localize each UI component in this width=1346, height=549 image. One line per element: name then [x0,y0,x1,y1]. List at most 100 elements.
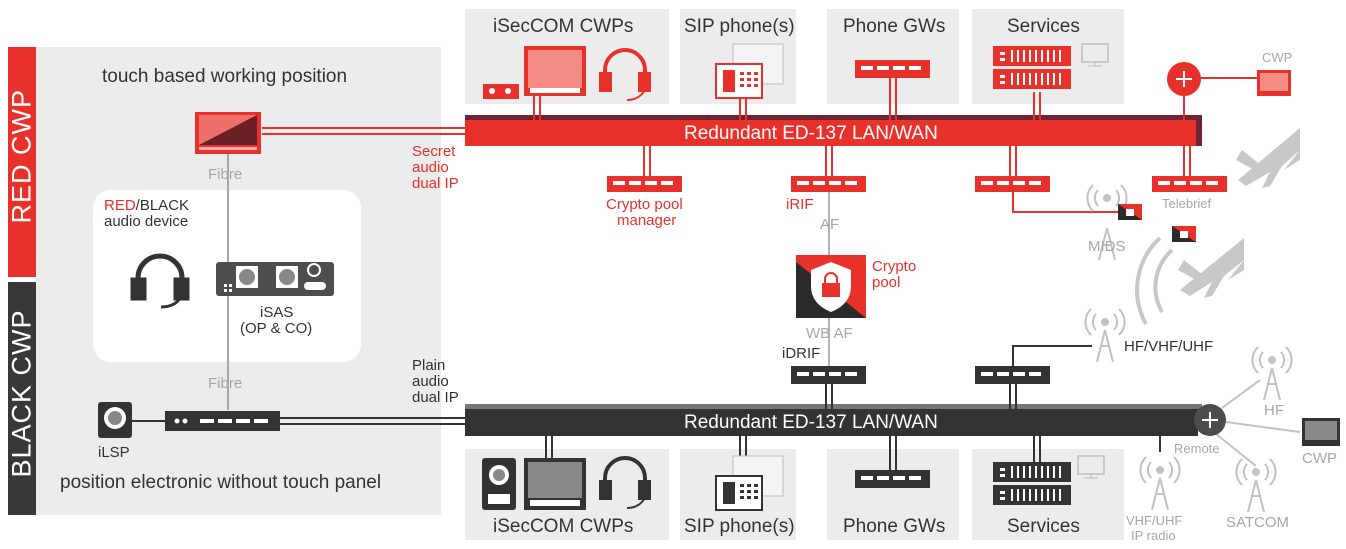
sip-phone-black-icon [715,455,784,511]
position-electronic-icon [165,411,280,431]
plain-link [130,417,465,425]
audio-device-label: audio device [104,213,189,230]
bottom-gws-box [827,449,959,540]
black-lan-shadow [465,404,1202,409]
remote-router-icon [1194,404,1226,436]
headset-icon [599,48,651,101]
switch-icon [791,366,866,384]
cwp-top-label: CWP [1262,50,1293,65]
red-lan-label: Redundant ED-137 LAN/WAN [684,123,938,144]
black-word: /BLACK [135,197,190,214]
cwp-small-icon [1257,70,1291,96]
black-lan-bar [465,409,1198,436]
idrif-label: iDRIF [782,345,821,362]
ilsp-label: iLSP [98,444,130,461]
sip-phone-icon [715,43,784,99]
red-lan-edge [1196,115,1202,146]
plain-audio-label: audio [412,373,449,390]
position-electronic-label: position electronic without touch panel [60,472,382,493]
cwp-right-icon [1302,418,1340,446]
headset-black-small-icon [599,456,651,509]
isec-cwp-icon [483,46,586,99]
fibre-bottom-label: Fibre [208,375,243,392]
ilsp-icon [98,402,132,438]
plain-label: Plain [412,357,446,374]
fibre-top-label: Fibre [208,166,243,183]
secret-audio-label: audio [412,159,449,176]
jet-icon [1178,238,1244,298]
black-cwp-label: BLACK CWP [6,309,37,478]
satcom-label: SATCOM [1226,514,1290,531]
headset-black-icon [130,253,190,309]
touch-position-label: touch based working position [102,66,348,87]
crypto-pool-label: Crypto [872,258,917,275]
top-sip-title: SIP phone(s) [684,16,795,37]
switch-icon [975,366,1050,384]
wb-af-label: WB AF [806,325,853,342]
red-word: RED [104,197,136,214]
isas-icon [216,262,334,296]
touch-cwp-icon [195,112,261,154]
red-black-label: RED/BLACK [104,197,189,214]
red-lan-shadow [465,115,1202,120]
isas-sub-label: (OP & CO) [240,320,313,337]
switch-icon [607,176,682,192]
switch-icon [975,176,1050,192]
crypto-mgr-label: Crypto pool [606,196,683,213]
lock-icon [1118,204,1142,220]
hf-vhf-uhf-antenna-icon [1084,308,1126,363]
vhf-uhf-label: VHF/UHF [1126,513,1183,528]
hf-vhf-uhf-label: HF/VHF/UHF [1124,338,1214,355]
mids-label: MIDS [1088,238,1126,255]
monitor-black-icon [1077,455,1105,479]
red-cwp-band [8,47,36,277]
monitor-icon [1081,43,1109,67]
switch-icon [855,470,930,488]
switch-icon [1152,176,1227,192]
crypto-mgr-label-2: manager [617,212,677,229]
vhf-uhf-antenna-icon [1139,456,1181,511]
mids-antenna-icon [1086,184,1128,261]
lock-icon [1172,226,1196,242]
af-label: AF [820,216,840,233]
isec-black-cwp-icon [482,458,586,510]
vhf-uhf-label-2: IP radio [1131,528,1176,543]
top-isec-title: iSecCOM CWPs [493,16,634,37]
bottom-sip-title: SIP phone(s) [684,516,795,537]
red-lan-bar [465,120,1198,146]
isas-label: iSAS [260,304,294,321]
top-services-title: Services [1007,16,1080,37]
bottom-isec-title: iSecCOM CWPs [493,516,634,537]
server-icon [993,46,1071,89]
irif-label: iRIF [786,196,814,213]
hf-antenna-icon [1251,346,1293,401]
secret-link [262,127,465,135]
router-icon [1167,62,1201,96]
black-lan-label: Redundant ED-137 LAN/WAN [684,412,938,433]
switch-icon [791,176,866,192]
server-black-icon [993,462,1071,505]
hf-label: HF [1264,402,1284,419]
switch-icon [855,60,930,78]
top-connectors [533,77,1260,213]
radio-wave-icon [1135,236,1174,325]
plain-dualip-label: dual IP [412,389,459,406]
satcom-antenna-icon [1235,458,1277,513]
crypto-pool-icon [796,255,866,318]
red-cwp-label: RED CWP [6,89,37,224]
cwp-right-label: CWP [1302,450,1337,467]
remote-label: Remote [1174,441,1220,456]
secret-label: Secret [412,143,456,160]
bottom-services-title: Services [1007,516,1080,537]
telebrief-label: Telebrief [1162,196,1212,211]
black-cwp-band [8,282,36,515]
remote-links [1215,379,1301,467]
crypto-pool-label-2: pool [872,274,901,291]
bottom-gws-title: Phone GWs [843,516,946,537]
top-gws-title: Phone GWs [843,16,946,37]
secret-dualip-label: dual IP [412,175,459,192]
jet-icon [1236,128,1300,188]
top-gws-box [827,9,959,104]
